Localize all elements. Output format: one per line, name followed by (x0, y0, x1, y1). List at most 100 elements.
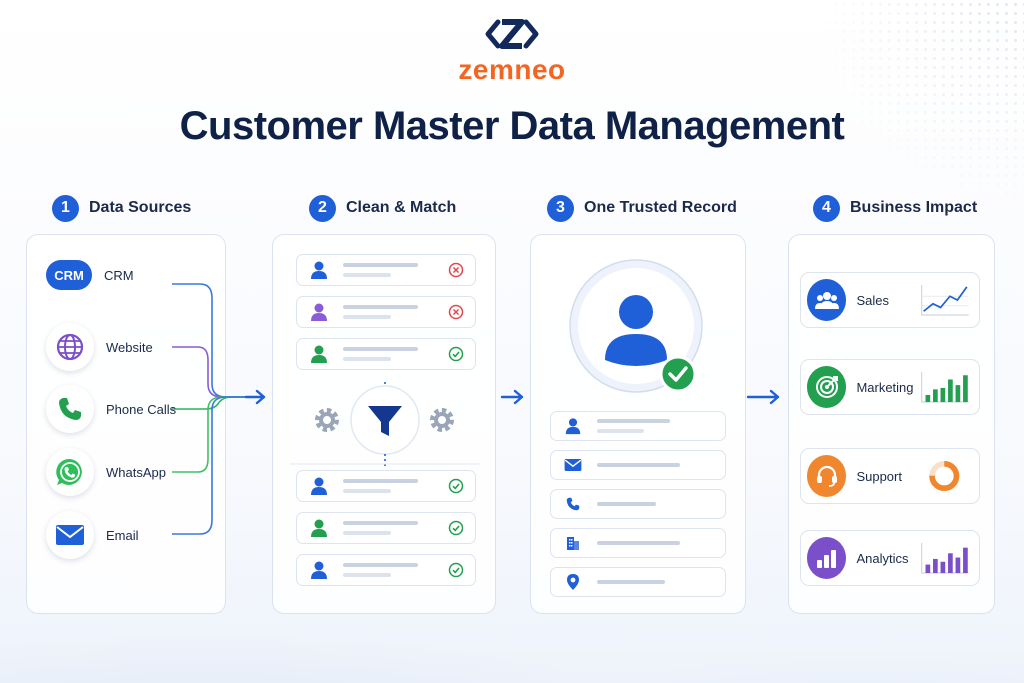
gear-icon (315, 408, 339, 432)
check-icon (447, 345, 465, 363)
output-record-row (296, 470, 476, 502)
z-logo-icon (485, 19, 539, 49)
field-placeholder-lines (597, 419, 715, 433)
check-icon (447, 561, 465, 579)
record-field-row (550, 528, 726, 558)
trusted-record-avatar (569, 259, 703, 393)
impact-label: Sales (856, 292, 889, 308)
field-placeholder-lines (597, 541, 715, 545)
mini-bar (933, 389, 939, 403)
field-placeholder-lines (597, 463, 715, 467)
impact-label: Marketing (856, 379, 914, 395)
field-placeholder-lines (597, 502, 715, 506)
step-header-data-sources: 1 Data Sources (52, 194, 191, 222)
source-email: Email (46, 511, 139, 559)
mini-bar (925, 394, 931, 403)
step-label: Clean & Match (346, 199, 457, 216)
mini-bar (955, 557, 961, 574)
impact-label: Analytics (856, 550, 909, 566)
step-label: Data Sources (89, 199, 192, 216)
bar-chart-icon (921, 371, 970, 403)
dot-pattern (804, 0, 1024, 220)
user-icon (307, 558, 331, 582)
step-header-business-impact: 4 Business Impact (813, 194, 977, 222)
step-label: Business Impact (850, 199, 978, 216)
target-icon (807, 366, 847, 408)
source-phone-calls: Phone Calls (46, 385, 176, 433)
source-label: Phone Calls (106, 401, 177, 417)
record-placeholder-lines (343, 305, 447, 319)
user-icon (307, 342, 331, 366)
impact-support: Support (800, 448, 980, 504)
record-field-row (550, 489, 726, 519)
mini-bar (925, 564, 931, 574)
output-record-row (296, 554, 476, 586)
line-chart-icon (921, 284, 970, 316)
record-field-row (550, 567, 726, 597)
mini-bar (955, 385, 961, 403)
mini-bar (940, 561, 946, 574)
user-icon (307, 258, 331, 282)
source-whatsapp: WhatsApp (46, 448, 166, 496)
record-placeholder-lines (343, 563, 447, 577)
analytics-icon (807, 537, 847, 579)
output-record-row (296, 512, 476, 544)
source-website: Website (46, 323, 153, 371)
funnel-icon (368, 406, 402, 436)
impact-analytics: Analytics (800, 530, 980, 586)
step-number: 4 (813, 194, 840, 222)
donut-chart-icon (929, 460, 960, 492)
arrow-to-clean (244, 389, 266, 405)
mini-bar (963, 547, 969, 574)
mini-bar (948, 379, 954, 403)
arrow-to-record (500, 389, 524, 405)
record-field-row (550, 450, 726, 480)
input-record-row (296, 254, 476, 286)
user-avatar-icon (605, 295, 667, 366)
step-number: 1 (52, 194, 79, 222)
record-placeholder-lines (343, 347, 447, 361)
source-crm: CRM CRM (46, 260, 134, 290)
source-label: Website (106, 339, 153, 355)
impact-sales: Sales (800, 272, 980, 328)
phone-icon (46, 385, 94, 433)
user-icon (561, 414, 585, 438)
crm-cloud-icon: CRM (46, 260, 92, 290)
phone-icon (561, 492, 585, 516)
reject-icon (447, 303, 465, 321)
record-placeholder-lines (343, 521, 447, 535)
brand-name: zemneo (458, 54, 566, 85)
record-placeholder-lines (343, 479, 447, 493)
record-field-row (550, 411, 726, 441)
building-icon (561, 531, 585, 555)
check-icon (447, 477, 465, 495)
gear-icon (430, 408, 454, 432)
record-placeholder-lines (343, 263, 447, 277)
reject-icon (447, 261, 465, 279)
mini-bar (933, 558, 939, 574)
user-icon (307, 516, 331, 540)
source-label: Email (106, 527, 139, 543)
step-number: 3 (547, 194, 574, 222)
user-icon (307, 300, 331, 324)
whatsapp-icon (46, 448, 94, 496)
globe-icon (46, 323, 94, 371)
match-filter-stage (290, 382, 480, 466)
step-header-clean-match: 2 Clean & Match (309, 194, 456, 222)
location-pin-icon (561, 570, 585, 594)
input-record-row (296, 338, 476, 370)
step-number: 2 (309, 194, 336, 222)
source-label: CRM (104, 267, 134, 283)
impact-label: Support (856, 468, 902, 484)
email-icon (561, 453, 585, 477)
page-title: Customer Master Data Management (179, 104, 845, 148)
step-header-trusted-record: 3 One Trusted Record (547, 194, 737, 222)
step-label: One Trusted Record (584, 199, 737, 216)
bar-chart-icon (921, 542, 970, 574)
mini-bar (948, 553, 954, 574)
check-badge-icon (659, 355, 697, 393)
email-icon (46, 511, 94, 559)
headset-icon (807, 455, 847, 497)
user-icon (307, 474, 331, 498)
arrow-to-impact (746, 389, 780, 405)
